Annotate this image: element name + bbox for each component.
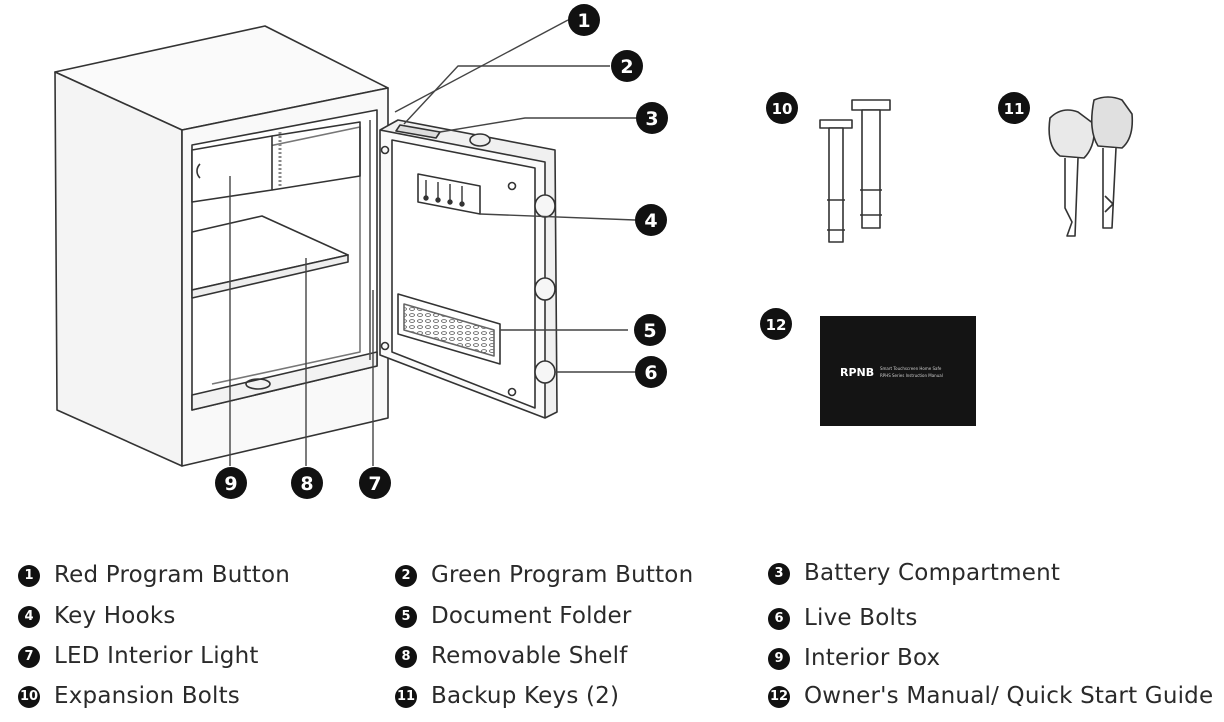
svg-text:5: 5	[643, 320, 656, 342]
safe-body	[54, 25, 389, 467]
callout-12: 12	[760, 308, 792, 340]
svg-text:2: 2	[620, 56, 633, 78]
owners-manual-illustration: RPNB Smart Touchscreen Home Safe RPHS Se…	[820, 316, 976, 426]
legend-label-6: Live Bolts	[804, 605, 918, 631]
svg-text:9: 9	[224, 473, 237, 495]
svg-text:6: 6	[644, 362, 657, 384]
svg-text:7: 7	[368, 473, 381, 495]
legend-badge-2: 2	[395, 564, 417, 587]
callout-8: 8	[291, 467, 323, 499]
legend-label-9: Interior Box	[804, 645, 941, 671]
legend-badge-10: 10	[18, 685, 40, 708]
legend-badge-4: 4	[18, 605, 40, 628]
legend-label-2: Green Program Button	[431, 562, 694, 588]
legend-item-4: 4 Key Hooks	[18, 605, 176, 628]
legend-item-2: 2 Green Program Button	[395, 564, 693, 587]
legend-item-10: 10 Expansion Bolts	[18, 685, 240, 708]
safe-diagram: RPNB Smart Touchscreen Home Safe RPHS Se…	[54, 4, 1134, 499]
callout-7: 7	[359, 467, 391, 499]
manual-brand: RPNB	[840, 366, 874, 379]
legend-item-1: 1 Red Program Button	[18, 564, 290, 587]
svg-text:4: 4	[644, 210, 657, 232]
manual-title-line1: Smart Touchscreen Home Safe	[880, 366, 942, 371]
legend-badge-12: 12	[768, 685, 790, 708]
legend-label-3: Battery Compartment	[804, 560, 1061, 586]
legend-item-9: 9 Interior Box	[768, 647, 940, 670]
svg-text:3: 3	[645, 108, 658, 130]
svg-text:8: 8	[300, 473, 313, 495]
legend-label-11: Backup Keys (2)	[431, 683, 620, 709]
legend-label-12: Owner's Manual/ Quick Start Guide	[804, 683, 1214, 709]
legend-item-7: 7 LED Interior Light	[18, 645, 259, 668]
expansion-bolts-illustration	[819, 99, 891, 243]
legend-item-6: 6 Live Bolts	[768, 607, 918, 630]
legend-label-1: Red Program Button	[54, 562, 291, 588]
legend-badge-7: 7	[18, 645, 40, 668]
legend-item-12: 12 Owner's Manual/ Quick Start Guide	[768, 685, 1213, 708]
legend-label-8: Removable Shelf	[431, 643, 628, 669]
callout-5: 5	[634, 314, 666, 346]
legend-badge-8: 8	[395, 645, 417, 668]
callout-2: 2	[611, 50, 643, 82]
legend-item-3: 3 Battery Compartment	[768, 562, 1060, 585]
legend-item-11: 11 Backup Keys (2)	[395, 685, 619, 708]
safe-door	[379, 119, 558, 419]
legend-badge-6: 6	[768, 607, 790, 630]
callout-10: 10	[766, 92, 798, 124]
manual-title-line2: RPHS Series Instruction Manual	[880, 373, 943, 378]
legend-label-10: Expansion Bolts	[54, 683, 240, 709]
legend-item-8: 8 Removable Shelf	[395, 645, 628, 668]
legend-badge-1: 1	[18, 564, 40, 587]
svg-text:10: 10	[772, 100, 793, 118]
legend-label-4: Key Hooks	[54, 603, 176, 629]
callout-4: 4	[635, 204, 667, 236]
backup-keys-illustration	[1048, 96, 1134, 237]
callout-1: 1	[568, 4, 600, 36]
callout-11: 11	[998, 92, 1030, 124]
legend-badge-3: 3	[768, 562, 790, 585]
callout-9: 9	[215, 467, 247, 499]
callout-6: 6	[635, 356, 667, 388]
legend-badge-5: 5	[395, 605, 417, 628]
callout-3: 3	[636, 102, 668, 134]
legend-item-5: 5 Document Folder	[395, 605, 632, 628]
legend-badge-11: 11	[395, 685, 417, 708]
svg-text:11: 11	[1004, 100, 1025, 118]
legend-label-5: Document Folder	[431, 603, 632, 629]
svg-text:1: 1	[577, 10, 590, 32]
svg-text:12: 12	[766, 316, 787, 334]
callout-badges: 1 2 3 4 5 6 7 8 9 10 11 12	[215, 4, 1030, 499]
legend-label-7: LED Interior Light	[54, 643, 259, 669]
legend-badge-9: 9	[768, 647, 790, 670]
